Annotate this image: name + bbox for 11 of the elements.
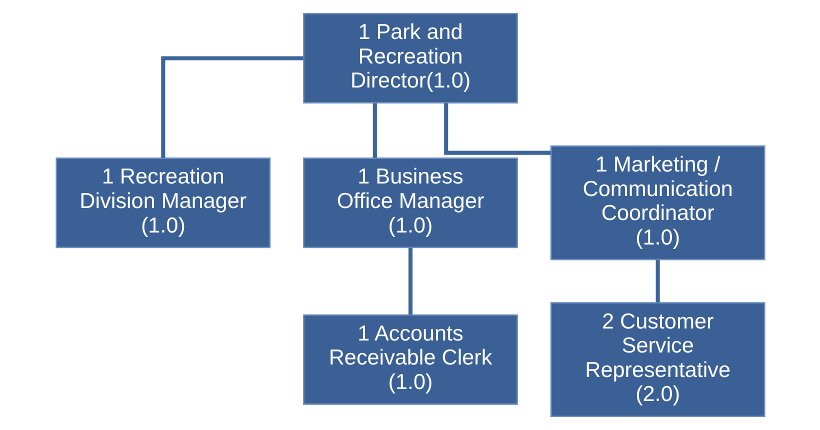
node-box: 1 Marketing / Communication Coordinator (1.0) xyxy=(550,145,765,260)
connector xyxy=(444,103,550,155)
connector xyxy=(408,248,412,315)
node-box: 1 Recreation Division Manager (1.0) xyxy=(55,158,270,248)
connector xyxy=(160,56,303,158)
node-box: 1 Accounts Receivable Clerk (1.0) xyxy=(302,314,518,405)
node-box: 1 Business Office Manager (1.0) xyxy=(302,158,518,248)
node-box: 1 Park and Recreation Director(1.0) xyxy=(302,12,518,104)
connector xyxy=(372,103,376,158)
connector xyxy=(655,260,660,302)
node-box: 2 Customer Service Representative (2.0) xyxy=(550,302,765,418)
